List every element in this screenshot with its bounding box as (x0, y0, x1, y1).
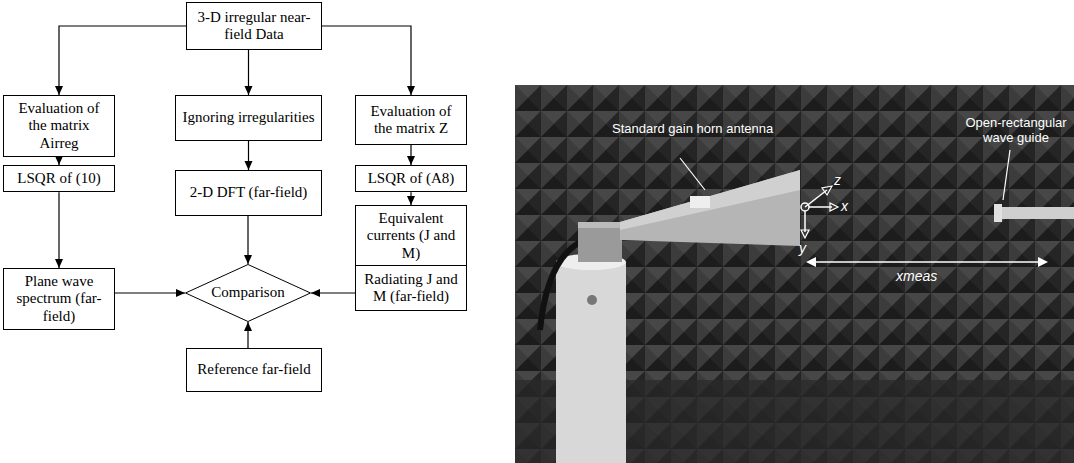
node-text: Equivalent currents (J and M) (360, 210, 462, 262)
process-box: Evaluation of the matrix Z (355, 95, 467, 145)
text-wrap: Ignoring irregularities (182, 109, 314, 126)
process-box: Evaluation of the matrix Airreg (3, 95, 115, 157)
node-text: Reference far-field (197, 361, 310, 378)
node-text: LSQR of (10) (17, 170, 100, 187)
part-label: Standard gain horn antenna (612, 122, 773, 137)
text-wrap: Radiating J and M (far-field) (360, 271, 462, 306)
reference-box: Reference far-field (186, 348, 322, 392)
text-wrap: Evaluation of the matrix Airreg (8, 100, 110, 152)
flow-arrow (115, 292, 185, 293)
flow-arrow (59, 26, 186, 95)
flow-arrow (248, 141, 249, 170)
flow-arrow (247, 216, 248, 264)
flow-arrow (410, 192, 411, 205)
axis-label: z (834, 172, 846, 188)
part-label: Open-rectangular wave guide (958, 116, 1074, 146)
process-box: Ignoring irregularities (175, 95, 322, 141)
process-box: Equivalent currents (J and M) (355, 205, 467, 267)
process-box: LSQR of (10) (3, 165, 115, 192)
text-wrap: Comparison (211, 284, 284, 301)
flow-arrow (58, 192, 59, 268)
input-box: 3-D irregular near-field Data (186, 2, 322, 50)
flow-arrow (322, 26, 411, 95)
text-wrap: Plane wave spectrum (far-field) (8, 273, 110, 325)
node-text: Evaluation of the matrix Z (360, 103, 462, 138)
flow-arrow (410, 145, 411, 165)
text-wrap: Equivalent currents (J and M) (360, 210, 462, 262)
text-wrap: Evaluation of the matrix Z (360, 103, 462, 138)
node-text: 3-D irregular near-field Data (191, 9, 317, 44)
flow-arrow (247, 322, 248, 348)
text-wrap: Reference far-field (197, 361, 310, 378)
node-text: Radiating J and M (far-field) (360, 271, 462, 306)
axis-label: x (841, 198, 853, 214)
axis-label: y (799, 240, 811, 256)
node-text: Evaluation of the matrix Airreg (8, 100, 110, 152)
node-text: 2-D DFT (far-field) (190, 184, 308, 201)
output-box: Radiating J and M (far-field) (355, 265, 467, 311)
text-wrap: LSQR of (10) (17, 170, 100, 187)
process-box: 2-D DFT (far-field) (175, 170, 322, 216)
decision-diamond: Comparison (185, 264, 311, 322)
node-text: LSQR of (A8) (368, 170, 455, 187)
node-text: Plane wave spectrum (far-field) (8, 273, 110, 325)
flow-arrow (58, 157, 59, 165)
node-text: Ignoring irregularities (182, 109, 314, 126)
text-wrap: 3-D irregular near-field Data (191, 9, 317, 44)
dimension-label: xmeas (896, 268, 946, 284)
text-wrap: 2-D DFT (far-field) (190, 184, 308, 201)
flow-arrow (311, 292, 355, 293)
node-text: Comparison (211, 284, 284, 301)
flow-arrow (248, 50, 249, 95)
process-box: LSQR of (A8) (355, 165, 467, 192)
output-box: Plane wave spectrum (far-field) (3, 268, 115, 330)
text-wrap: LSQR of (A8) (368, 170, 455, 187)
